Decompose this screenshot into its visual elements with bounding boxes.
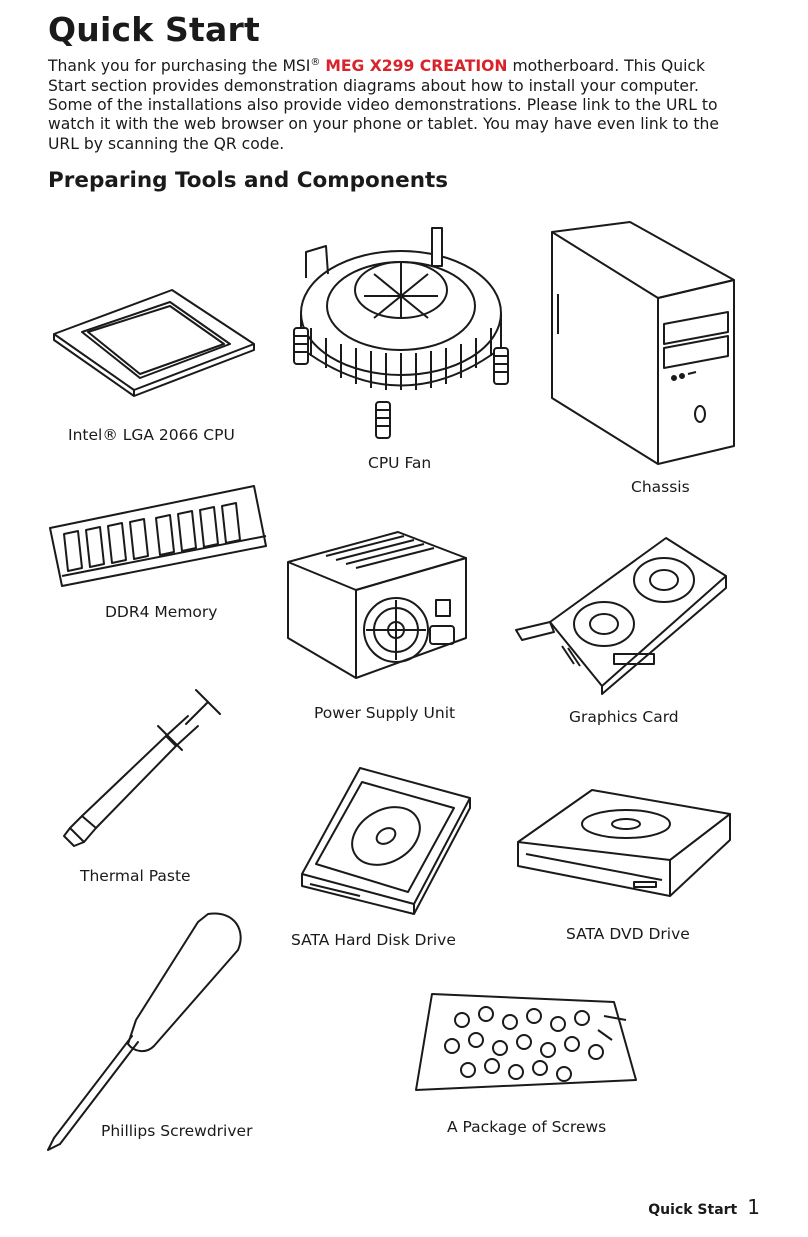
page-title: Quick Start [48, 10, 260, 49]
graphics-card-illustration [514, 536, 730, 696]
intro-text-before: Thank you for purchasing the MSI [48, 57, 311, 76]
psu-caption: Power Supply Unit [314, 704, 456, 722]
cpu-fan-caption: CPU Fan [368, 454, 432, 472]
graphics-card-caption: Graphics Card [569, 708, 679, 726]
page-number: 1 [747, 1195, 760, 1219]
footer-section-label: Quick Start [648, 1202, 738, 1218]
cpu-illustration [48, 288, 258, 398]
chassis-illustration [550, 220, 740, 465]
model-name: MEG X299 CREATION [325, 57, 508, 76]
dvd-drive-illustration [516, 788, 732, 898]
dvd-drive-caption: SATA DVD Drive [566, 925, 690, 943]
registered-mark: ® [310, 57, 321, 68]
intro-paragraph: Thank you for purchasing the MSI® MEG X2… [48, 53, 748, 154]
intro-text-after: motherboard. This Quick Start section pr… [48, 57, 719, 153]
cpu-fan-illustration [286, 218, 516, 443]
page-footer: Quick Start 1 [648, 1195, 760, 1219]
memory-caption: DDR4 Memory [105, 603, 218, 621]
hdd-illustration [300, 764, 472, 914]
memory-illustration [48, 484, 270, 588]
screwdriver-illustration [46, 912, 248, 1156]
thermal-paste-caption: Thermal Paste [80, 867, 191, 885]
section-title: Preparing Tools and Components [48, 168, 449, 193]
chassis-caption: Chassis [631, 478, 690, 496]
thermal-paste-illustration [62, 686, 224, 856]
screws-package-illustration [412, 990, 638, 1098]
screwdriver-caption: Phillips Screwdriver [101, 1122, 253, 1140]
cpu-caption: Intel® LGA 2066 CPU [68, 426, 235, 444]
psu-illustration [286, 530, 468, 682]
hdd-caption: SATA Hard Disk Drive [291, 931, 456, 949]
screws-package-caption: A Package of Screws [447, 1118, 607, 1136]
